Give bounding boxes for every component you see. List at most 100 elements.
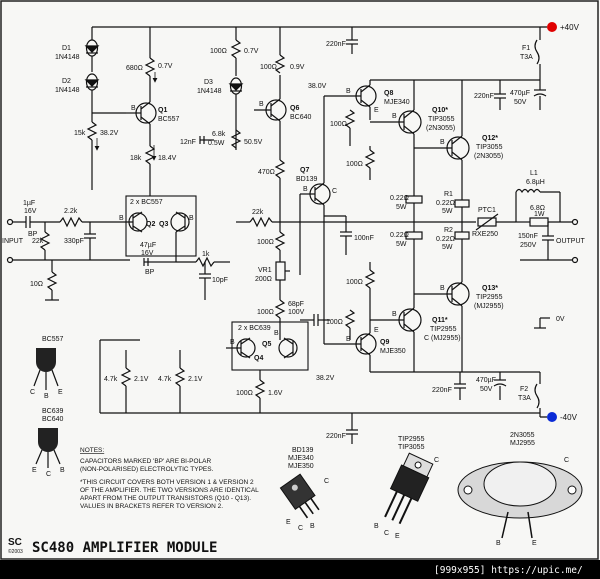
fuse-f1-ref: F1 bbox=[522, 45, 530, 52]
q10-base-label: B bbox=[392, 113, 397, 120]
voltage-2-1-a: 2.1V bbox=[134, 376, 149, 383]
q5-ref: Q5 bbox=[262, 341, 271, 348]
r-emitter-a-power: 5W bbox=[396, 204, 407, 211]
fuse-f2: F2 T3A bbox=[518, 372, 541, 417]
ground-symbol bbox=[534, 317, 550, 329]
q1-ref: Q1 bbox=[158, 107, 167, 114]
package-mje350-label: MJE350 bbox=[288, 463, 314, 470]
cap-470uf-bottom-value: 470µF bbox=[476, 377, 496, 384]
q12-ref: Q12* bbox=[482, 135, 498, 142]
package-2n3055: 2N3055 MJ2955 C B E bbox=[457, 432, 583, 547]
resistor-100r-d-value: 100Ω bbox=[257, 309, 274, 316]
bd139-pin-e: E bbox=[286, 519, 291, 526]
ptc1-ref: PTC1 bbox=[478, 207, 496, 214]
r68-value: 6.8Ω bbox=[530, 205, 545, 212]
resistor-100r-b bbox=[274, 27, 286, 74]
bc639-pin-c: C bbox=[46, 471, 51, 478]
resistor-18k bbox=[144, 145, 156, 196]
input-cap-value: 1µF bbox=[23, 200, 35, 207]
resistor-100r-f bbox=[344, 109, 356, 146]
r68-power: 1W bbox=[534, 211, 545, 218]
brand-year: ©2003 bbox=[8, 548, 23, 555]
positive-rail-label: +40V bbox=[560, 23, 580, 32]
q8-emitter-label: E bbox=[374, 107, 379, 114]
voltage-0-7-a: 0.7V bbox=[158, 63, 173, 70]
tip-pin-c-tab: C bbox=[434, 457, 439, 464]
resistor-6k8-value: 6.8k bbox=[212, 131, 226, 138]
resistor-680r bbox=[144, 27, 156, 95]
cap-100nf-bias-value: 100nF bbox=[354, 235, 374, 242]
negative-rail-label: -40V bbox=[560, 413, 578, 422]
notes-line-2: (NON-POLARISED) ELECTROLYTIC TYPES. bbox=[80, 466, 214, 473]
transistor-q7 bbox=[299, 172, 331, 275]
resistor-100r-g-value: 100Ω bbox=[346, 161, 363, 168]
r-emitter-b-power: 5W bbox=[396, 241, 407, 248]
tip-pin-e: E bbox=[395, 533, 400, 540]
q2-ref: Q2 bbox=[146, 221, 155, 228]
resistor-100r-i-value: 100Ω bbox=[326, 319, 343, 326]
emitter-resistors bbox=[405, 180, 476, 280]
transistor-q13 bbox=[414, 280, 470, 372]
cap-220nf-bottom bbox=[346, 413, 358, 444]
footer-watermark: [999x955] https://upic.me/ bbox=[434, 565, 583, 576]
resistor-100r-g bbox=[364, 146, 376, 180]
package-bd139-label: BD139 bbox=[292, 447, 314, 454]
r2-power: 5W bbox=[442, 244, 453, 251]
package-bc639: BC639 BC640 E C B bbox=[32, 408, 65, 478]
notes-heading: NOTES: bbox=[80, 447, 104, 454]
compensation-network bbox=[199, 129, 242, 150]
to3-pin-b: B bbox=[496, 540, 501, 547]
transistor-q12 bbox=[414, 80, 470, 190]
bd139-pin-b: B bbox=[310, 523, 315, 530]
q8-ref: Q8 bbox=[384, 90, 393, 97]
bc557-pin-c: C bbox=[30, 389, 35, 396]
q1-base-label: B bbox=[131, 105, 136, 112]
q13-ref: Q13* bbox=[482, 285, 498, 292]
voltage-18-4: 18.4V bbox=[158, 155, 177, 162]
voltage-50-5: 50.5V bbox=[244, 139, 263, 146]
q1-type: BC557 bbox=[158, 116, 180, 123]
transistor-q5 bbox=[278, 337, 298, 359]
q8-type: MJE340 bbox=[384, 99, 410, 106]
r2-value: 0.22Ω bbox=[436, 236, 455, 243]
cap-68pf-value: 68pF bbox=[288, 301, 304, 308]
transistor-q9 bbox=[323, 216, 460, 373]
r1-power: 5W bbox=[442, 208, 453, 215]
voltage-38-2-b: 38.2V bbox=[316, 375, 335, 382]
rail-decoupling-top bbox=[460, 79, 547, 110]
resistor-4k7-a bbox=[120, 350, 132, 413]
q11-alt: C (MJ2955) bbox=[424, 335, 461, 342]
q9-emitter-label: E bbox=[374, 327, 379, 334]
resistor-4k7-b bbox=[174, 350, 186, 413]
resistor-100r-e bbox=[254, 370, 266, 413]
cap-12nf-value: 12nF bbox=[180, 139, 196, 146]
feedback-network bbox=[143, 232, 230, 300]
fuse-f1: F1 T3A bbox=[520, 27, 541, 80]
r2-ref: R2 bbox=[444, 227, 453, 234]
page-border bbox=[0, 0, 599, 560]
diff-pair-label: 2 x BC557 bbox=[130, 199, 163, 206]
q11-base-label: B bbox=[392, 311, 397, 318]
notes-block: NOTES: CAPACITORS MARKED 'BP' ARE BI-POL… bbox=[80, 447, 259, 510]
output-inductor bbox=[515, 188, 579, 227]
tip-pin-b: B bbox=[374, 523, 379, 530]
positive-rail-terminal bbox=[547, 22, 557, 32]
q7-collector-label: C bbox=[332, 188, 337, 195]
diode-d2-type: 1N4148 bbox=[55, 87, 80, 94]
bc639-pin-b: B bbox=[60, 467, 65, 474]
transistor-q11 bbox=[370, 270, 422, 372]
notes-line-1: CAPACITORS MARKED 'BP' ARE BI-POLAR bbox=[80, 458, 211, 465]
output-label: OUTPUT bbox=[556, 238, 586, 245]
q7-base-label: B bbox=[303, 186, 308, 193]
cap-470uf-top-voltage: 50V bbox=[514, 99, 527, 106]
q12-base-label: B bbox=[440, 139, 445, 146]
input-label: INPUT bbox=[2, 238, 24, 245]
ptc1 bbox=[475, 213, 516, 231]
package-2n3055-label: 2N3055 bbox=[510, 432, 535, 439]
resistor-100r-f-value: 100Ω bbox=[330, 121, 347, 128]
package-mje340-label: MJE340 bbox=[288, 455, 314, 462]
voltage-0-7-b: 0.7V bbox=[244, 48, 259, 55]
bc557-pin-e: E bbox=[58, 389, 63, 396]
